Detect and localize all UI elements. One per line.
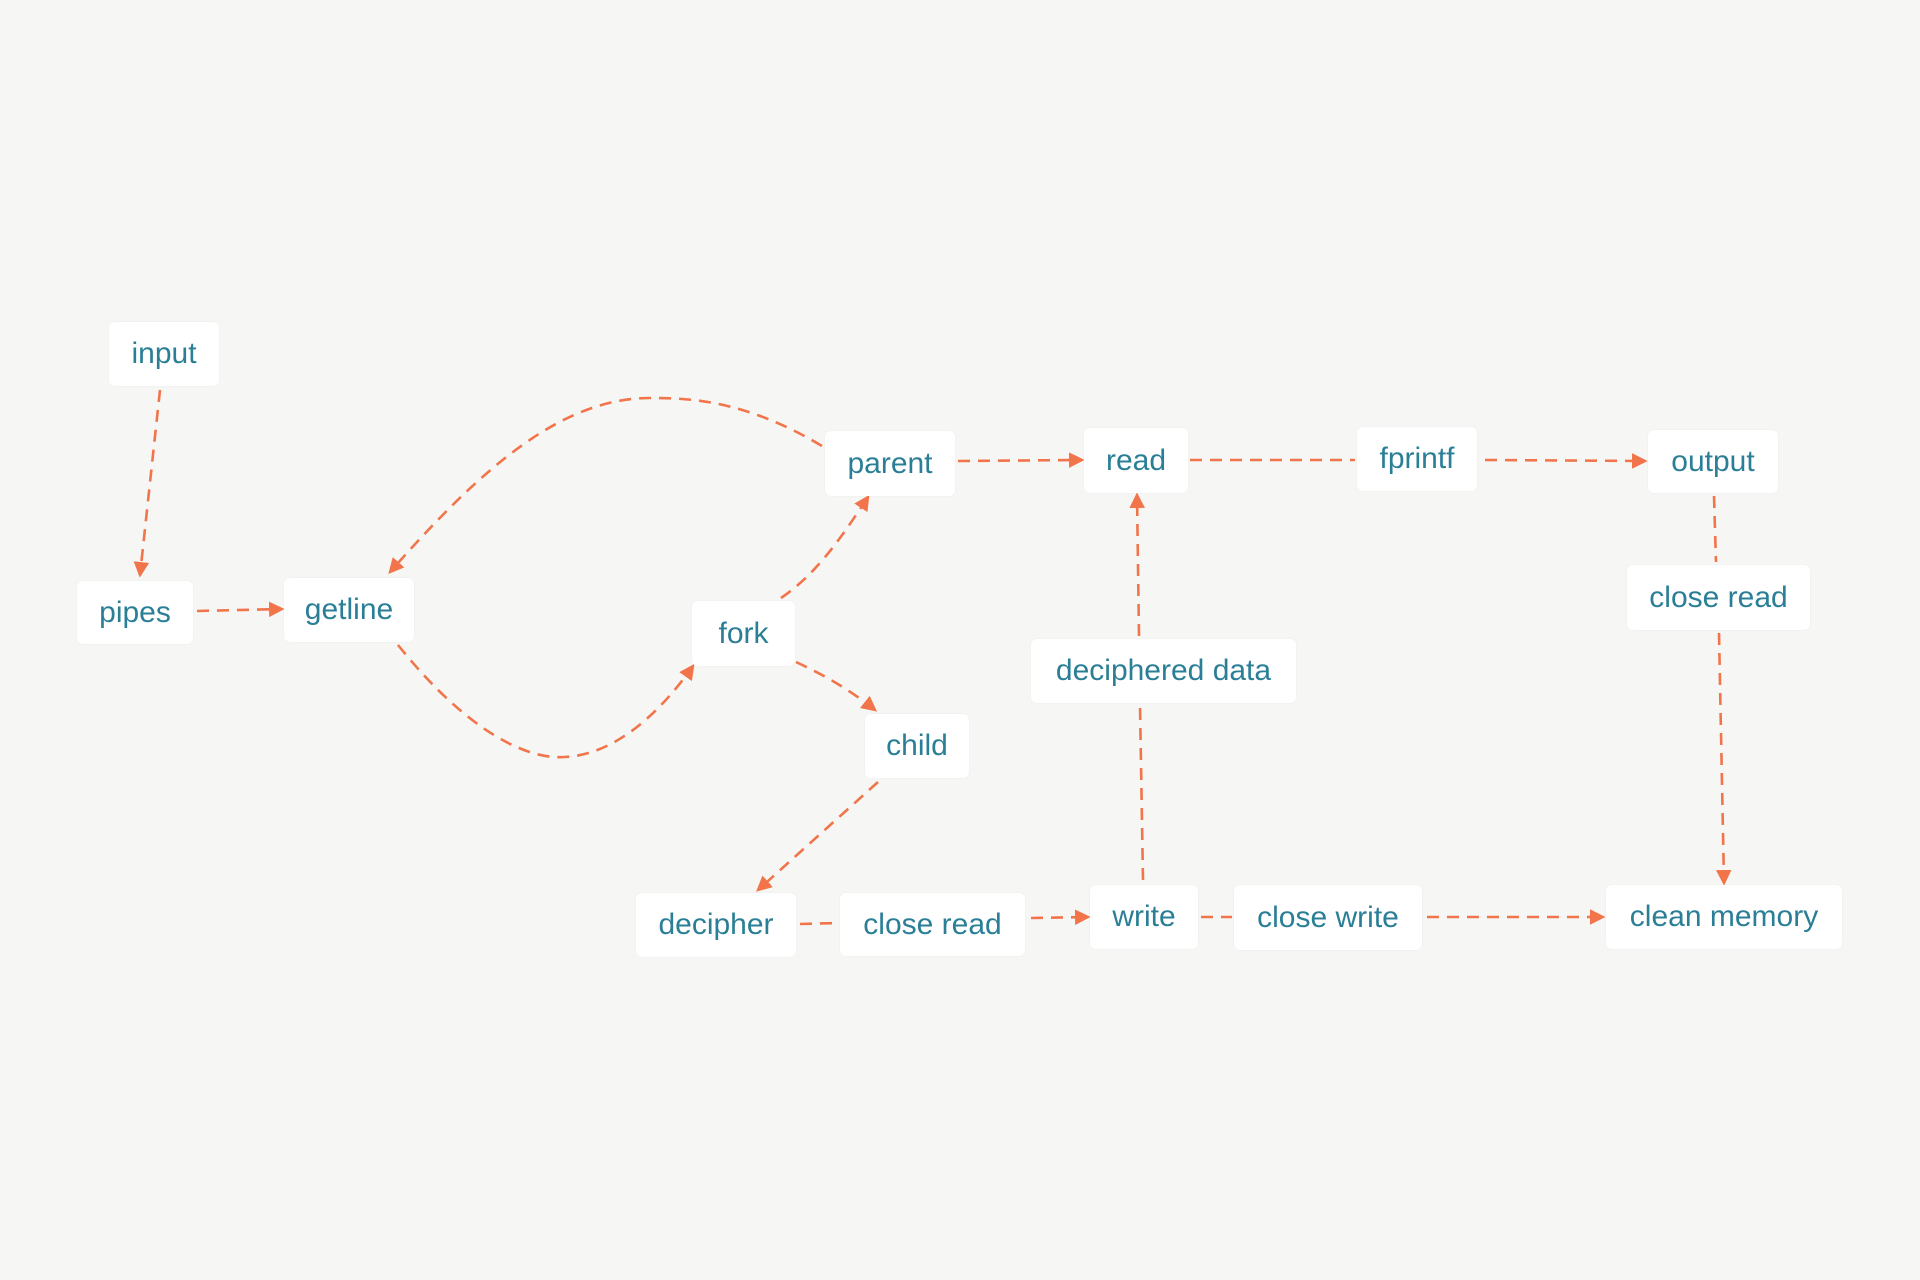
edge-parent-to-read [957,452,1085,468]
edge-fprintf-to-output [1484,453,1648,469]
edge-write-to-deciphered-data [1138,704,1145,881]
node-close-read-child: close read [840,893,1025,956]
node-output: output [1648,430,1778,493]
node-fprintf: fprintf [1357,427,1477,491]
edge-input-to-pipes [133,389,162,578]
edge-deciphered-data-to-read [1129,492,1145,637]
edge-fork-to-child [795,660,878,712]
node-input: input [109,322,219,386]
node-fork: fork [692,601,795,666]
node-child: child [865,714,969,778]
edge-parent-to-getline [388,396,823,574]
edge-close-read-to-write [1030,909,1091,926]
edge-fork-to-parent [780,494,870,600]
edge-child-to-decipher [756,781,879,892]
node-read: read [1084,428,1188,493]
edge-output-to-close-read [1712,495,1718,563]
edge-pipes-to-getline [196,601,285,618]
node-write: write [1090,885,1198,949]
node-clean-memory: clean memory [1606,885,1842,949]
node-close-read-parent: close read [1627,565,1810,630]
node-deciphered-data: deciphered data [1031,639,1296,703]
edge-close-read-to-clean-memory [1715,632,1732,886]
edge-decipher-to-close-read [799,921,839,926]
node-getline: getline [284,578,414,642]
node-pipes: pipes [77,581,193,644]
node-decipher: decipher [636,893,796,957]
edge-getline-to-fork [396,644,695,759]
node-close-write: close write [1234,885,1422,950]
node-parent: parent [825,431,955,496]
